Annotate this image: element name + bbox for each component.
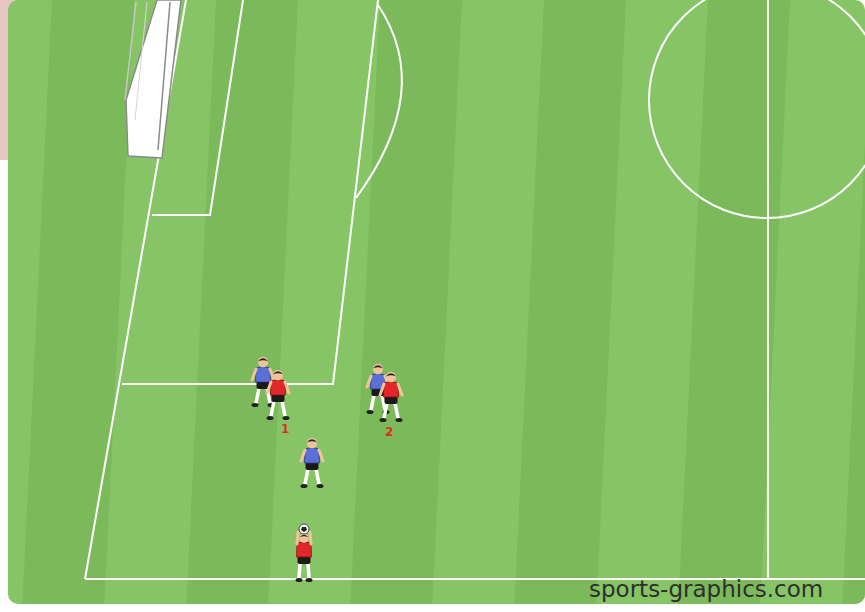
watermark: sports-graphics.com [589, 576, 823, 602]
grass-stripe [186, 0, 298, 604]
grass-stripe [22, 0, 134, 604]
callout-number: 2 [385, 425, 393, 439]
grass-stripe [514, 0, 626, 604]
grass-stripe [678, 0, 790, 604]
grass-stripe [842, 0, 865, 604]
callout-number: 1 [281, 422, 289, 436]
